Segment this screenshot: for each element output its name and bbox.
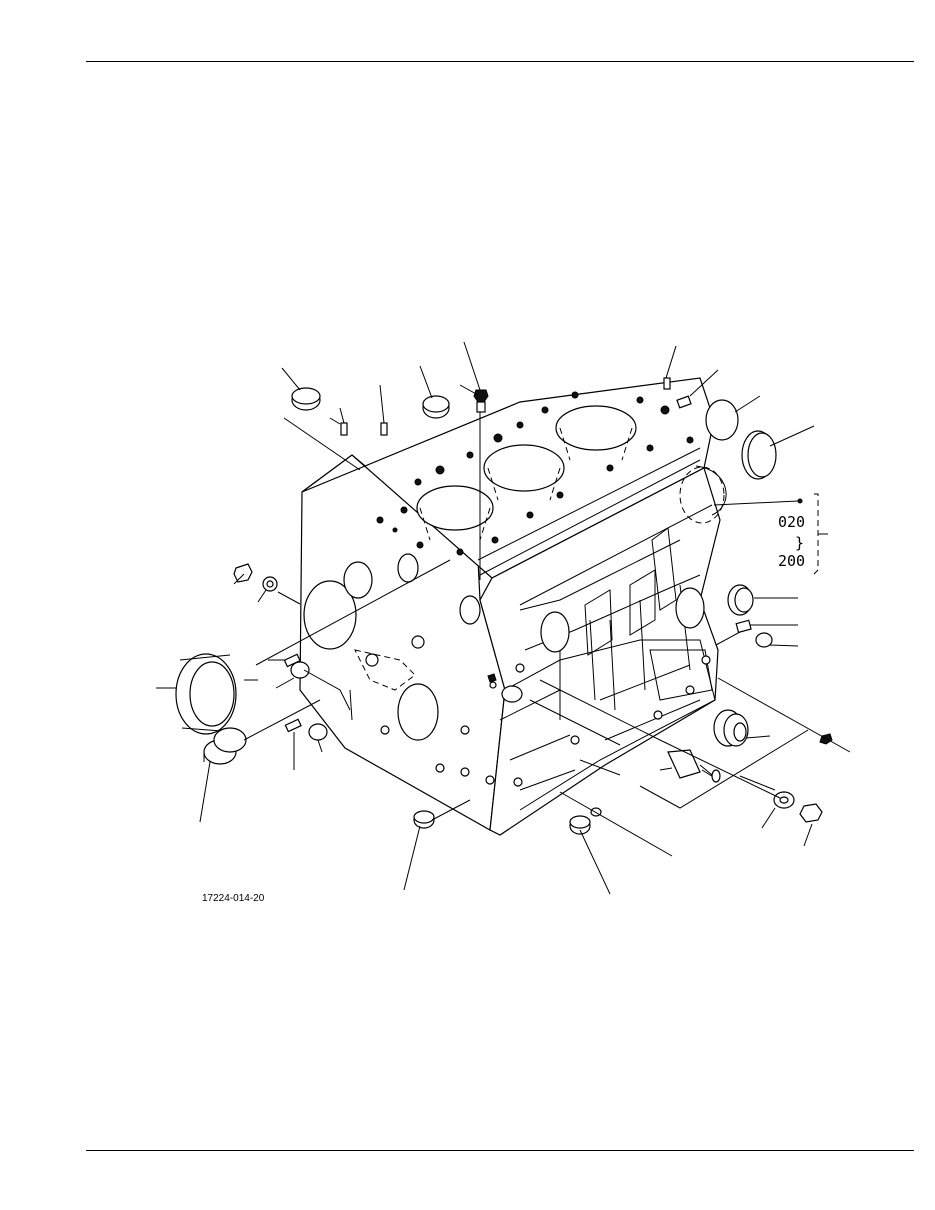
range-separator: } bbox=[795, 534, 804, 552]
footer-rule bbox=[86, 1150, 914, 1151]
drawing-number: 17224-014-20 bbox=[202, 893, 265, 904]
leader-lines bbox=[156, 341, 851, 895]
loose-parts bbox=[175, 377, 833, 835]
range-from-label: 020 bbox=[778, 513, 805, 531]
header-rule bbox=[86, 61, 914, 62]
range-to-label: 200 bbox=[778, 552, 805, 570]
cylinder-block bbox=[299, 377, 727, 836]
deck-holes bbox=[376, 391, 694, 556]
